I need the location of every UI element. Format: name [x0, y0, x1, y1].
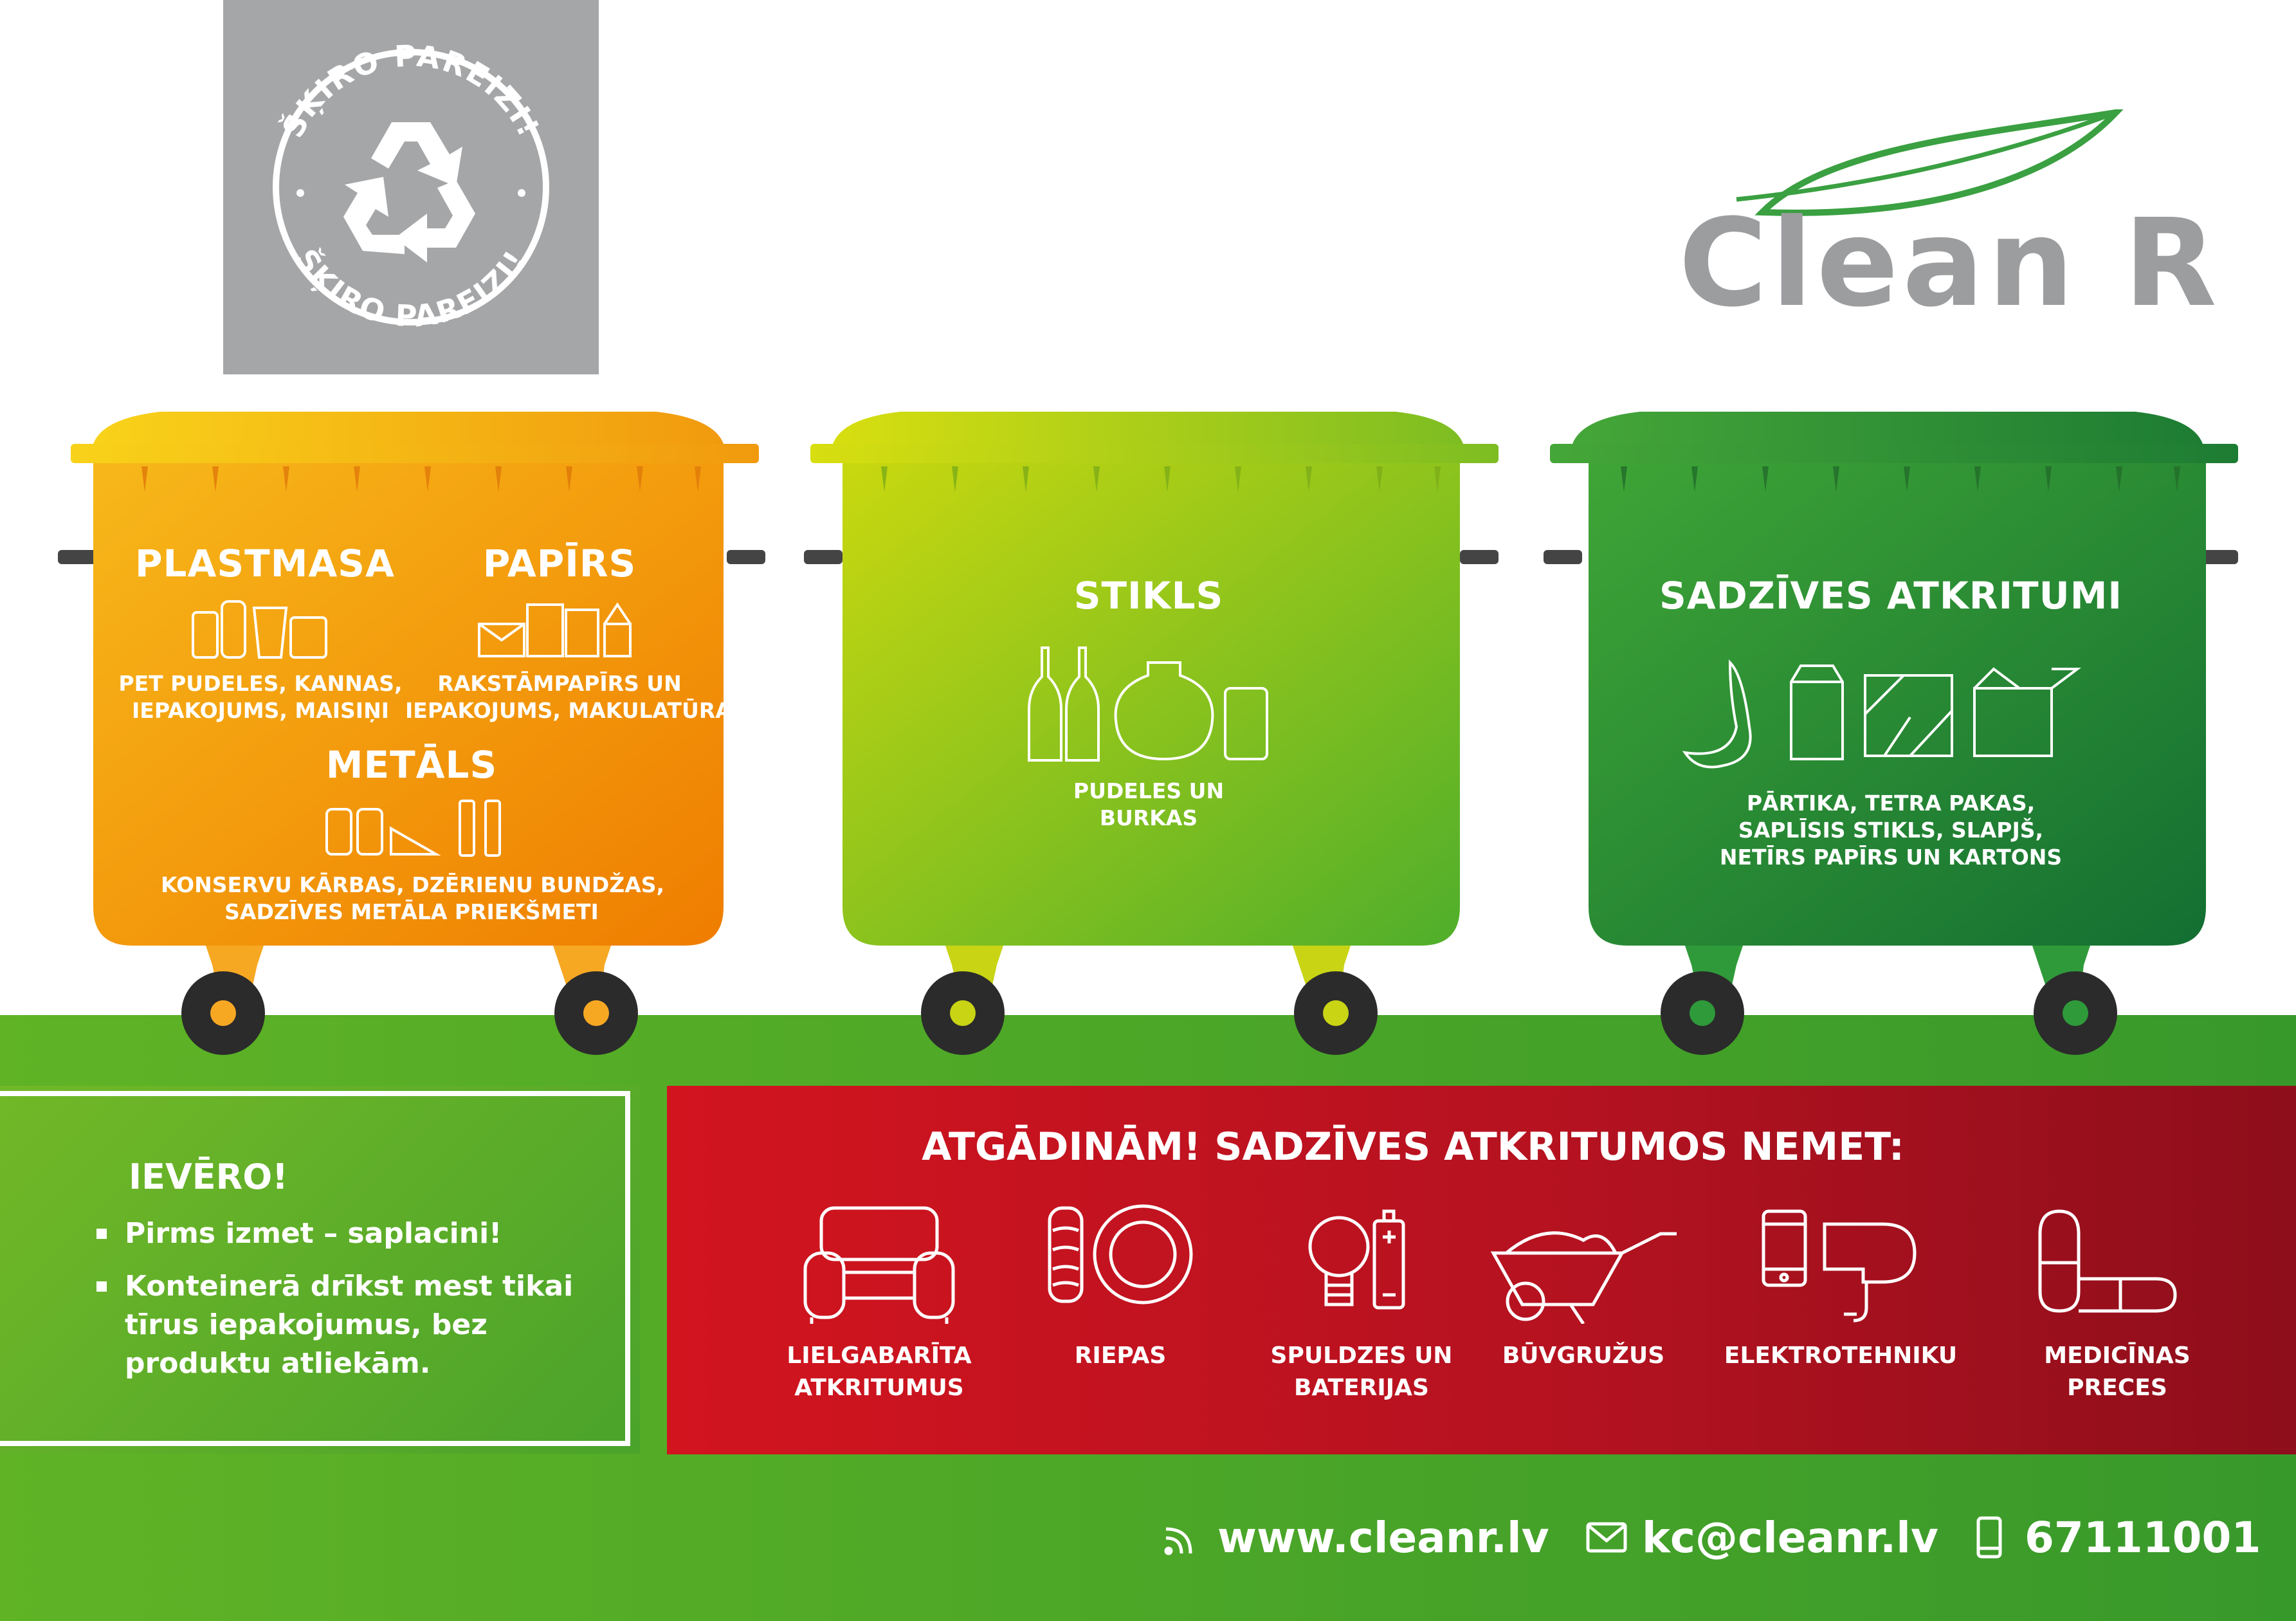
- note-panel: IEVĒRO! Pirms izmet – saplacini! Kontein…: [0, 1086, 640, 1454]
- clean-r-logo: Clean R: [1666, 109, 2217, 334]
- phone-dryer-icon: [1762, 1209, 1917, 1323]
- bullet-line: tīrus iepakojumus, bez: [125, 1308, 487, 1341]
- wifi-icon: [1164, 1527, 1192, 1555]
- contact-email[interactable]: kc@cleanr.lv: [1585, 1505, 1938, 1570]
- bullet-line: Pirms izmet – saplacini!: [125, 1217, 502, 1250]
- category-title-papirs: PAPĪRS: [482, 542, 637, 585]
- desc-line: SAPLĪSIS STIKLS, SLAPJŠ,: [1738, 818, 2044, 843]
- orange-bin: [58, 412, 765, 1055]
- bullet-square-icon: [96, 1281, 107, 1292]
- warning-item-label: BŪVGRUŽUS: [1455, 1340, 1712, 1372]
- note-bullet: Konteinerā drīkst mest tikai tīrus iepak…: [96, 1267, 611, 1383]
- category-desc-plastmasa: PET PUDELES, KANNAS, IEPAKOJUMS, MAISIŅI: [116, 670, 405, 724]
- label-line: BATERIJAS: [1294, 1375, 1429, 1401]
- note-bullet: Pirms izmet – saplacini!: [96, 1214, 611, 1253]
- lime-bin: [804, 412, 1499, 1055]
- bullet-square-icon: [96, 1229, 107, 1239]
- label-line: BŪVGRUŽUS: [1502, 1342, 1665, 1369]
- desc-line: PUDELES UN: [1073, 778, 1225, 803]
- desc-line: RAKSTĀMPAPĪRS UN: [437, 671, 682, 696]
- warning-title: ATGĀDINĀM! SADZĪVES ATKRITUMOS NEMET:: [922, 1124, 1904, 1169]
- badge-ring-text-bottom: ŠĶIRO PAREIZI!: [289, 243, 532, 333]
- sofa-icon: [803, 1206, 955, 1324]
- metal-icons: [325, 800, 501, 857]
- label-line: ELEKTROTEHNIKU: [1724, 1342, 1958, 1369]
- bullet-line: Konteinerā drīkst mest tikai: [125, 1270, 574, 1303]
- leaf-icon: [1736, 109, 2124, 216]
- desc-line: IEPAKOJUMS, MAISIŅI: [132, 698, 389, 723]
- svg-text:ŠĶIRO PAREIZI!: ŠĶIRO PAREIZI!: [289, 243, 534, 333]
- recycle-badge: ŠĶIRO PAREIZI! ŠĶIRO PAREIZI!: [223, 0, 599, 374]
- warning-item-label: ELEKTROTEHNIKU: [1712, 1340, 1969, 1372]
- contact-web[interactable]: www.cleanr.lv: [1161, 1505, 1549, 1570]
- website-link[interactable]: www.cleanr.lv: [1217, 1512, 1549, 1562]
- pill-icon: [2038, 1209, 2177, 1313]
- mail-icon: [1586, 1522, 1627, 1553]
- desc-line: KONSERVU KĀRBAS, DZĒRIENU BUNDŽAS,: [161, 872, 665, 897]
- email-link[interactable]: kc@cleanr.lv: [1642, 1512, 1938, 1562]
- warning-item-label: LIELGABARĪTA ATKRITUMUS: [751, 1340, 1008, 1404]
- label-line: SPULDZES UN: [1270, 1342, 1453, 1369]
- household-icons: [1682, 659, 2081, 769]
- desc-line: IEPAKOJUMS, MAKULATŪRA: [405, 698, 732, 723]
- contact-phone[interactable]: 67111001: [1968, 1505, 2261, 1570]
- warning-item-label: MEDICĪNAS PRECES: [1989, 1340, 2246, 1404]
- category-title-sadzives: SADZĪVES ATKRITUMI: [1659, 574, 2122, 618]
- label-line: LIELGABARĪTA: [787, 1342, 972, 1369]
- category-title-metals: METĀLS: [325, 743, 498, 787]
- desc-line: NETĪRS PAPĪRS UN KARTONS: [1719, 845, 2063, 870]
- label-line: MEDICĪNAS: [2044, 1342, 2191, 1369]
- warning-panel: ATGĀDINĀM! SADZĪVES ATKRITUMOS NEMET: LI…: [667, 1086, 2296, 1454]
- desc-line: BURKAS: [1099, 805, 1198, 830]
- desc-line: PĀRTIKA, TETRA PAKAS,: [1746, 791, 2036, 816]
- mobile-phone-icon: [1976, 1516, 2002, 1559]
- recycle-badge-graphic: ŠĶIRO PAREIZI! ŠĶIRO PAREIZI!: [273, 38, 549, 334]
- green-bin: [1544, 412, 2238, 1055]
- category-title-stikls: STIKLS: [1073, 574, 1224, 618]
- label-line: PRECES: [2067, 1375, 2167, 1401]
- glass-icons: [1028, 646, 1268, 762]
- category-desc-metals: KONSERVU KĀRBAS, DZĒRIENU BUNDŽAS, SADZĪ…: [161, 872, 665, 926]
- bullet-line: produktu atliekām.: [125, 1347, 431, 1380]
- desc-line: SADZĪVES METĀLA PRIEKŠMETI: [224, 899, 599, 924]
- desc-line: PET PUDELES, KANNAS,: [118, 671, 403, 696]
- category-desc-stikls: PUDELES UN BURKAS: [1020, 778, 1277, 832]
- category-desc-sadzives: PĀRTIKA, TETRA PAKAS, SAPLĪSIS STIKLS, S…: [1634, 790, 2148, 871]
- warning-item-label: RIEPAS: [992, 1340, 1249, 1372]
- bulb-battery-icon: [1308, 1209, 1405, 1310]
- note-title: IEVĒRO!: [129, 1157, 288, 1197]
- warning-item-label: SPULDZES UN BATERIJAS: [1233, 1340, 1490, 1404]
- note-frame: [0, 1091, 630, 1446]
- paper-icons: [478, 602, 632, 657]
- plastic-icons: [192, 600, 327, 659]
- phone-number[interactable]: 67111001: [2025, 1512, 2261, 1562]
- brand-name: Clean R: [1679, 193, 2221, 334]
- note-bullets: Pirms izmet – saplacini! Konteinerā drīk…: [96, 1214, 611, 1383]
- label-line: RIEPAS: [1074, 1342, 1167, 1369]
- category-title-plastmasa: PLASTMASA: [135, 542, 395, 585]
- category-desc-papirs: RAKSTĀMPAPĪRS UN IEPAKOJUMS, MAKULATŪRA: [405, 670, 732, 724]
- recycle-icon: [343, 122, 475, 262]
- wheelbarrow-icon: [1490, 1231, 1677, 1324]
- label-line: ATKRITUMUS: [794, 1375, 964, 1401]
- tire-icon: [1048, 1204, 1193, 1305]
